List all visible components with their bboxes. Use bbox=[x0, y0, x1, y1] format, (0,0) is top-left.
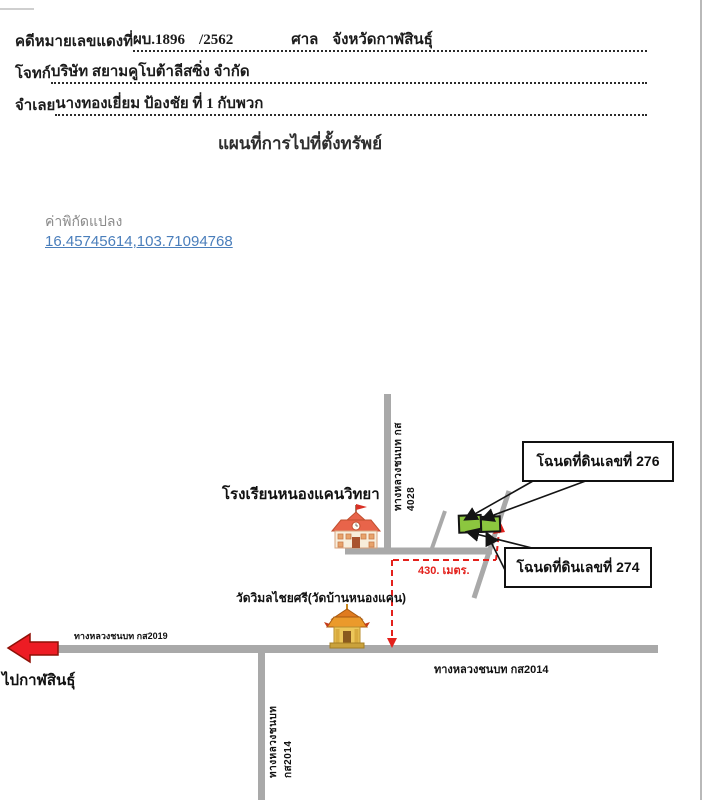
land-plots-icon bbox=[457, 513, 502, 534]
deed-276-callout: โฉนดที่ดินเลขที่ 276 bbox=[522, 441, 674, 482]
red-route bbox=[387, 521, 505, 648]
defendant-line: จำเลย นางทองเยี่ยม ป้องชัย ที่ 1 กับพวก bbox=[15, 94, 647, 117]
deed-274-text: โฉนดที่ดินเลขที่ 274 bbox=[516, 558, 640, 575]
temple-door bbox=[343, 631, 351, 643]
school-door bbox=[352, 537, 360, 548]
temple-roof-lower bbox=[326, 616, 368, 628]
callout-line-274-a bbox=[485, 531, 507, 573]
road-4028-vertical-label: ทางหลวงชนบท กส 4028 bbox=[393, 422, 417, 511]
page-top-border bbox=[0, 8, 34, 10]
road-2014-horizontal-label: ทางหลวงชนบท กส2014 bbox=[434, 664, 549, 676]
temple-pillar bbox=[354, 629, 359, 643]
temple-icon bbox=[324, 604, 370, 649]
callout-line-276-a bbox=[463, 480, 534, 521]
page-right-border bbox=[700, 0, 702, 800]
temple-label: วัดวิมลไชยศรี(วัดบ้านหนองแคน) bbox=[236, 591, 407, 605]
deed-274-callout: โฉนดที่ดินเลขที่ 274 bbox=[504, 547, 652, 588]
court-name-value: จังหวัดกาฬสินธุ์ bbox=[332, 32, 433, 48]
temple-eave-right bbox=[364, 622, 370, 627]
case-number-label: คดีหมายเลขแดงที่ bbox=[15, 34, 133, 50]
case-number-value: ผบ.1896 bbox=[132, 32, 186, 48]
route-arrowhead-down bbox=[387, 638, 397, 648]
temple-pillar bbox=[335, 629, 340, 643]
case-number-line: คดีหมายเลขแดงที่ ผบ.1896 /2562 ศาล จังหว… bbox=[15, 30, 647, 53]
temple-eave-left bbox=[324, 622, 330, 627]
distance-label: 430. เมตร. bbox=[418, 565, 470, 577]
coordinates-label: ค่าพิกัดแปลง bbox=[45, 213, 123, 229]
road-diagonal-short bbox=[429, 510, 447, 552]
court-label: ศาล bbox=[291, 32, 319, 48]
route-vertical-dash-right bbox=[495, 531, 500, 561]
callout-line-276-b bbox=[479, 478, 592, 522]
plaintiff-line: โจทก์ บริษัท สยามคูโบต้าลีสซิ่ง จำกัด bbox=[15, 62, 647, 85]
to-kalasin-label: ไปกาฬสินธุ์ bbox=[2, 673, 76, 689]
school-windows bbox=[337, 533, 375, 548]
plaintiff-value: บริษัท สยามคูโบต้าลีสซิ่ง จำกัด bbox=[50, 64, 250, 80]
defendant-dotted-line: นางทองเยี่ยม ป้องชัย ที่ 1 กับพวก bbox=[55, 94, 647, 117]
page-title: แผนที่การไปที่ตั้งทรัพย์ bbox=[217, 134, 383, 153]
callout-lines bbox=[463, 478, 592, 573]
school-label: โรงเรียนหนองแคนวิทยา bbox=[222, 486, 380, 503]
plaintiff-dotted-line: บริษัท สยามคูโบต้าลีสซิ่ง จำกัด bbox=[50, 62, 647, 85]
defendant-label: จำเลย bbox=[15, 98, 56, 114]
case-year-value: /2562 bbox=[199, 32, 234, 48]
red-left-arrow-icon bbox=[6, 632, 59, 664]
coordinates-link[interactable]: 16.45745614,103.71094768 bbox=[45, 233, 233, 250]
callout-line-274-b bbox=[464, 527, 537, 550]
temple-base bbox=[329, 642, 365, 649]
school-building-icon bbox=[330, 504, 382, 549]
deed-276-text: โฉนดที่ดินเลขที่ 276 bbox=[536, 452, 660, 469]
defendant-value: นางทองเยี่ยม ป้องชัย ที่ 1 กับพวก bbox=[55, 96, 264, 112]
road-2014-vertical-label: ทางหลวงชนบท กส2014 bbox=[268, 705, 294, 778]
school-flag bbox=[356, 504, 367, 510]
case-number-dotted-line: ผบ.1896 /2562 ศาล จังหวัดกาฬสินธุ์ bbox=[132, 30, 647, 53]
plaintiff-label: โจทก์ bbox=[15, 66, 51, 82]
road-2019-label: ทางหลวงชนบท กส2019 bbox=[74, 631, 168, 641]
